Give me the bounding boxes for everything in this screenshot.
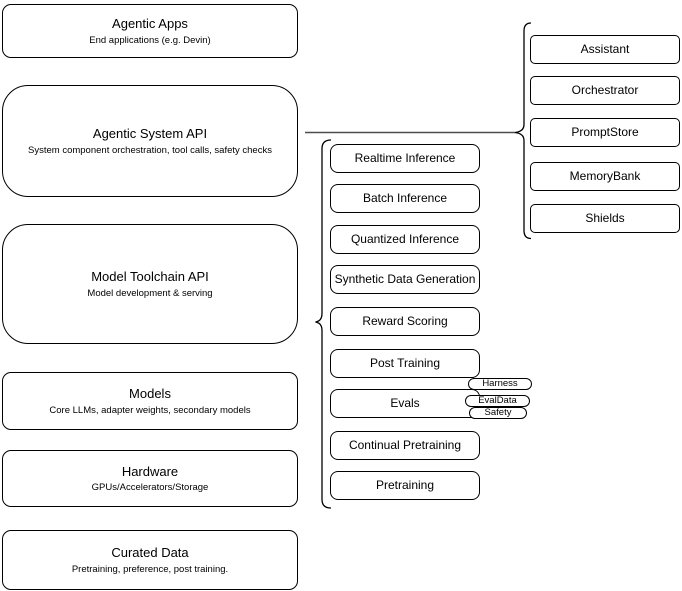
node-agentic-apps: Agentic Apps End applications (e.g. Devi…	[2, 4, 298, 58]
node-hardware: Hardware GPUs/Accelerators/Storage	[2, 450, 298, 507]
node-batch-inference: Batch Inference	[330, 184, 480, 213]
node-synthetic-data-generation: Synthetic Data Generation	[330, 265, 480, 294]
toolchain-services-brace	[315, 139, 332, 509]
node-post-training: Post Training	[330, 349, 480, 378]
node-title: Model Toolchain API	[91, 269, 209, 284]
node-continual-pretraining: Continual Pretraining	[330, 431, 480, 460]
node-quantized-inference: Quantized Inference	[330, 225, 480, 254]
node-model-toolchain-api: Model Toolchain API Model development & …	[2, 224, 298, 344]
node-curated-data: Curated Data Pretraining, preference, po…	[2, 530, 298, 590]
node-subtitle: End applications (e.g. Devin)	[89, 34, 211, 46]
node-subtitle: GPUs/Accelerators/Storage	[91, 482, 209, 494]
node-assistant: Assistant	[530, 35, 680, 64]
system-components-brace	[514, 22, 532, 240]
node-realtime-inference: Realtime Inference	[330, 144, 480, 173]
node-evals: Evals	[330, 389, 480, 418]
node-title: Curated Data	[111, 545, 189, 560]
eval-tag-evaldata: EvalData	[465, 395, 530, 407]
node-promptstore: PromptStore	[530, 118, 680, 147]
node-reward-scoring: Reward Scoring	[330, 307, 480, 336]
node-subtitle: Core LLMs, adapter weights, secondary mo…	[49, 404, 251, 416]
node-title: Agentic Apps	[112, 16, 188, 31]
node-subtitle: Pretraining, preference, post training.	[71, 563, 229, 575]
node-shields: Shields	[530, 204, 680, 233]
eval-tag-safety: Safety	[469, 407, 527, 419]
eval-tag-harness: Harness	[468, 378, 532, 390]
node-memorybank: MemoryBank	[530, 162, 680, 191]
node-title: Agentic System API	[92, 126, 208, 141]
node-subtitle: Model development & serving	[87, 287, 213, 299]
node-orchestrator: Orchestrator	[530, 76, 680, 105]
node-title: Hardware	[121, 463, 179, 479]
node-pretraining: Pretraining	[330, 471, 480, 500]
node-subtitle: System component orchestration, tool cal…	[28, 144, 272, 156]
node-agentic-system-api: Agentic System API System component orch…	[2, 85, 298, 197]
node-models: Models Core LLMs, adapter weights, secon…	[2, 372, 298, 430]
node-title: Models	[129, 386, 171, 401]
